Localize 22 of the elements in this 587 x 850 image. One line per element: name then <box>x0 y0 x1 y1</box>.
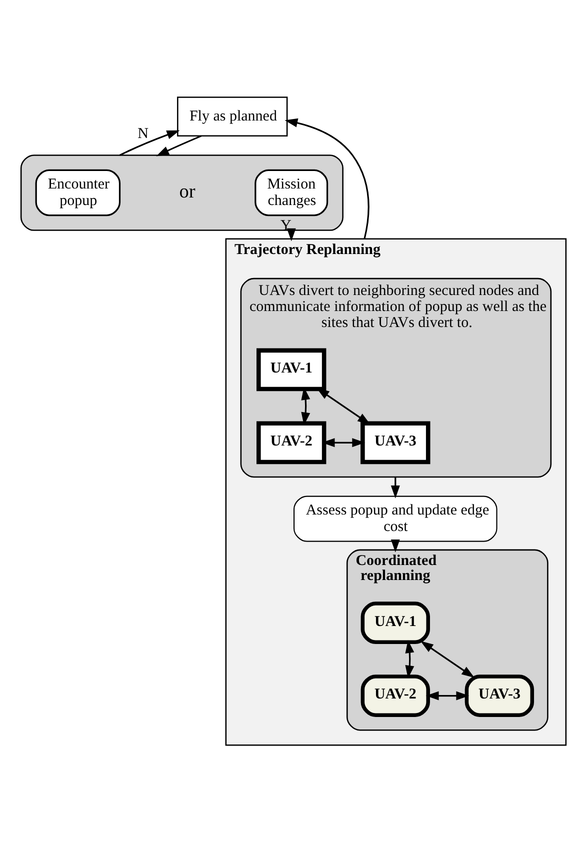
label: or <box>179 180 196 202</box>
arrow <box>390 476 400 498</box>
node-box: UAV-1 <box>256 348 326 391</box>
arrow <box>322 438 366 447</box>
edge-label: N <box>138 126 148 142</box>
node-box: UAV-3 <box>464 674 534 716</box>
node-box: UAV-3 <box>360 420 430 464</box>
arrow <box>316 387 370 424</box>
arrow <box>405 640 414 678</box>
node-box: Fly as planned <box>177 96 288 136</box>
node-box: UAV-2 <box>256 420 326 464</box>
node-box: UAV-1 <box>360 601 430 644</box>
arrow <box>284 118 370 239</box>
node-box: UAV-2 <box>360 674 430 716</box>
cluster <box>20 154 344 230</box>
arrow <box>156 134 202 156</box>
node-box: Encounter popup <box>35 168 121 216</box>
arrow <box>420 640 475 678</box>
arrow <box>119 130 180 156</box>
node-box: Mission changes <box>254 168 328 216</box>
arrow <box>390 538 400 552</box>
arrow <box>426 690 470 700</box>
